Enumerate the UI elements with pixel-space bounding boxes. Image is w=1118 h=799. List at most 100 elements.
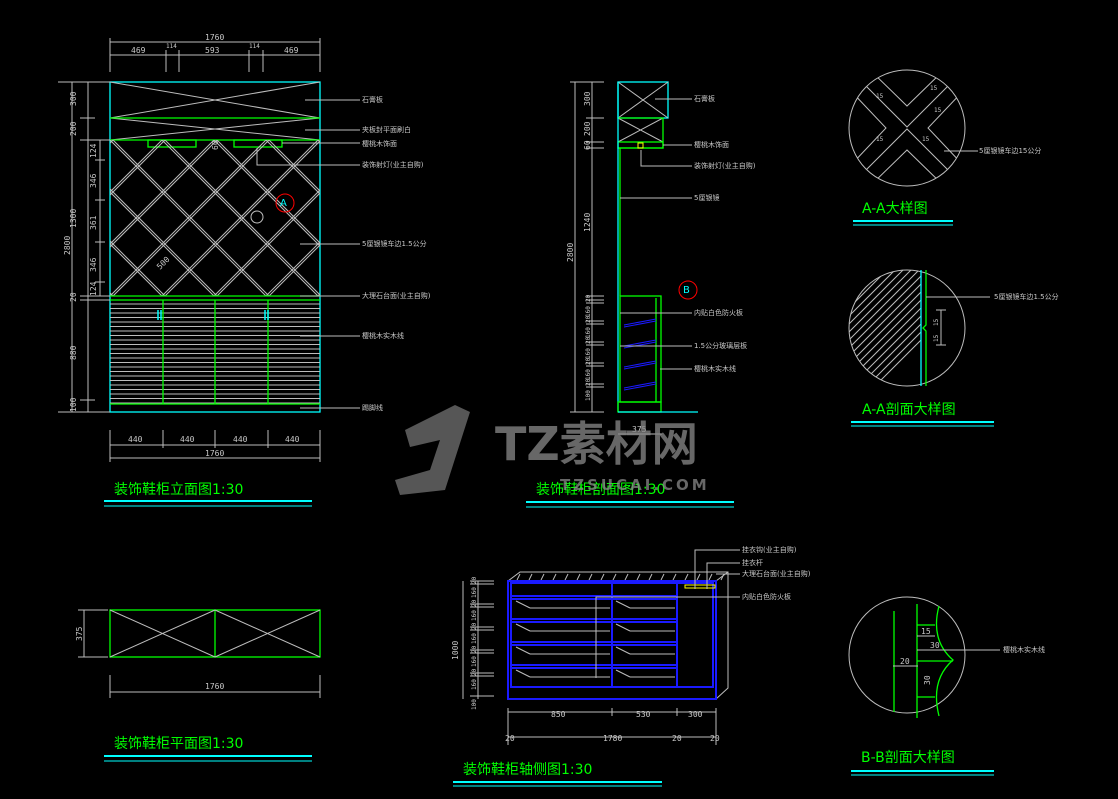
- dim: 60: [211, 140, 220, 150]
- stone-hatch: [660, 573, 665, 581]
- dim: 300: [583, 91, 592, 106]
- mirror-groove: [0, 140, 9, 296]
- mirror-groove: [265, 140, 320, 195]
- dim-seg: 593: [205, 46, 220, 55]
- shelf-edge: [515, 600, 531, 609]
- dim: 20: [471, 599, 478, 607]
- section-aa: 15 15 5厘银镜车边1.5公分 A-A剖面大样图: [848, 269, 1059, 427]
- dim: 15: [933, 318, 940, 326]
- stone-hatch: [636, 573, 641, 581]
- dim: 30: [930, 641, 940, 650]
- mirror-groove: [0, 140, 6, 296]
- wood-molding-profile: [935, 605, 954, 717]
- dim: 20: [585, 357, 592, 365]
- plinth: [617, 401, 662, 413]
- callout-text: 挂衣钩(业主自购): [742, 545, 797, 554]
- dim: 160: [471, 610, 478, 621]
- dim: 880: [69, 345, 78, 360]
- dim: 15: [934, 107, 942, 114]
- door-dividers: [162, 300, 269, 404]
- dim: 15: [930, 85, 938, 92]
- stone-hatch: [648, 573, 653, 581]
- dim: 160: [585, 348, 592, 359]
- stone-hatch: [624, 573, 629, 581]
- stone-hatch: [564, 573, 569, 581]
- callout-text: 5厘银镜: [694, 193, 719, 202]
- view-title: 装饰鞋柜剖面图1:30: [536, 482, 665, 498]
- elevation-view: 1760 469 114 593 114 469 A 500: [0, 33, 633, 507]
- stone-hatch: [528, 573, 533, 581]
- dim: 375: [632, 425, 647, 434]
- dim: 375: [75, 626, 84, 641]
- dim: 200: [583, 121, 592, 136]
- hatch-line: [849, 331, 921, 386]
- upper-panel-cross: [109, 81, 321, 141]
- glass-shelf: [623, 341, 657, 349]
- view-title: 装饰鞋柜轴侧图1:30: [463, 762, 592, 778]
- hatch-line: [849, 315, 921, 386]
- stone-hatch: [516, 573, 521, 581]
- dim: 850: [551, 710, 566, 719]
- dim: 100: [471, 699, 478, 710]
- view-title: B-B剖面大样图: [861, 750, 955, 766]
- mirror-diamond-grid: [0, 140, 633, 296]
- hatch-line: [849, 291, 921, 365]
- mirror-groove: [477, 140, 633, 296]
- dim: 20: [505, 734, 515, 743]
- stone-hatch: [552, 573, 557, 581]
- dim: 20: [672, 734, 682, 743]
- mirror-groove: [268, 244, 320, 296]
- dim: 530: [636, 710, 651, 719]
- hatch-line: [849, 270, 921, 317]
- callout-text: 樱桃木饰面: [694, 140, 729, 149]
- callout-text: 夹板封平面刷白: [362, 125, 411, 134]
- dim: 160: [471, 656, 478, 667]
- watermark-url: TZSUCAI.COM: [560, 476, 710, 494]
- stone-hatch: [576, 573, 581, 581]
- callout-text: 樱桃木饰面: [362, 139, 397, 148]
- dim: 20: [471, 668, 478, 676]
- callout-text: 5厘银镜车边1.5公分: [362, 239, 427, 248]
- callout-text: 樱桃木实木线: [1003, 645, 1045, 654]
- hatch-line: [849, 275, 921, 349]
- dim: 30: [923, 675, 932, 685]
- dim: 440: [128, 435, 143, 444]
- mirror-groove: [0, 140, 61, 296]
- mirror-groove: [474, 140, 630, 296]
- callout-text: 挂衣杆: [742, 558, 763, 567]
- stone-hatch: [540, 573, 545, 581]
- hatch-line: [849, 270, 921, 309]
- dim: 20: [710, 734, 720, 743]
- dim: 160: [471, 587, 478, 598]
- mirror-groove: [216, 192, 320, 296]
- callout-text: 内贴白色防火板: [742, 592, 791, 601]
- dim: 1780: [603, 734, 622, 743]
- watermark: TZ素材网 TZSUCAI.COM: [395, 405, 710, 495]
- glass-shelves: [623, 318, 657, 391]
- callout-text: 装饰射灯(业主自购): [362, 160, 424, 169]
- glass-shelf: [623, 318, 657, 326]
- hatch-line: [849, 270, 921, 333]
- dim: 2800: [566, 243, 575, 262]
- mirror-groove: [0, 140, 58, 296]
- dim: 15: [876, 93, 884, 100]
- spotlight: [637, 142, 644, 149]
- mirror-groove: [425, 140, 581, 296]
- cabinet-body: [507, 580, 717, 700]
- leader-lines: [256, 99, 360, 409]
- dim: 440: [233, 435, 248, 444]
- view-title: A-A大样图: [862, 201, 928, 217]
- dim: 15: [922, 136, 930, 143]
- light-box: [147, 139, 197, 148]
- section-bb: 15 30 20 30 樱桃木实木线 B-B剖面大样图: [848, 596, 1045, 776]
- dim: 20: [471, 622, 478, 630]
- dim-total-width: 1760: [205, 33, 224, 42]
- hatch-line: [849, 299, 921, 373]
- hatch-line: [849, 307, 921, 381]
- callout-text: 樱桃木实木线: [362, 331, 404, 340]
- callout-text: 5厘银镜车边1.5公分: [994, 292, 1059, 301]
- stone-hatch: [708, 573, 713, 581]
- mirror-groove: [265, 241, 320, 296]
- dim-seg: 114: [166, 43, 177, 50]
- dim: 20: [69, 292, 78, 302]
